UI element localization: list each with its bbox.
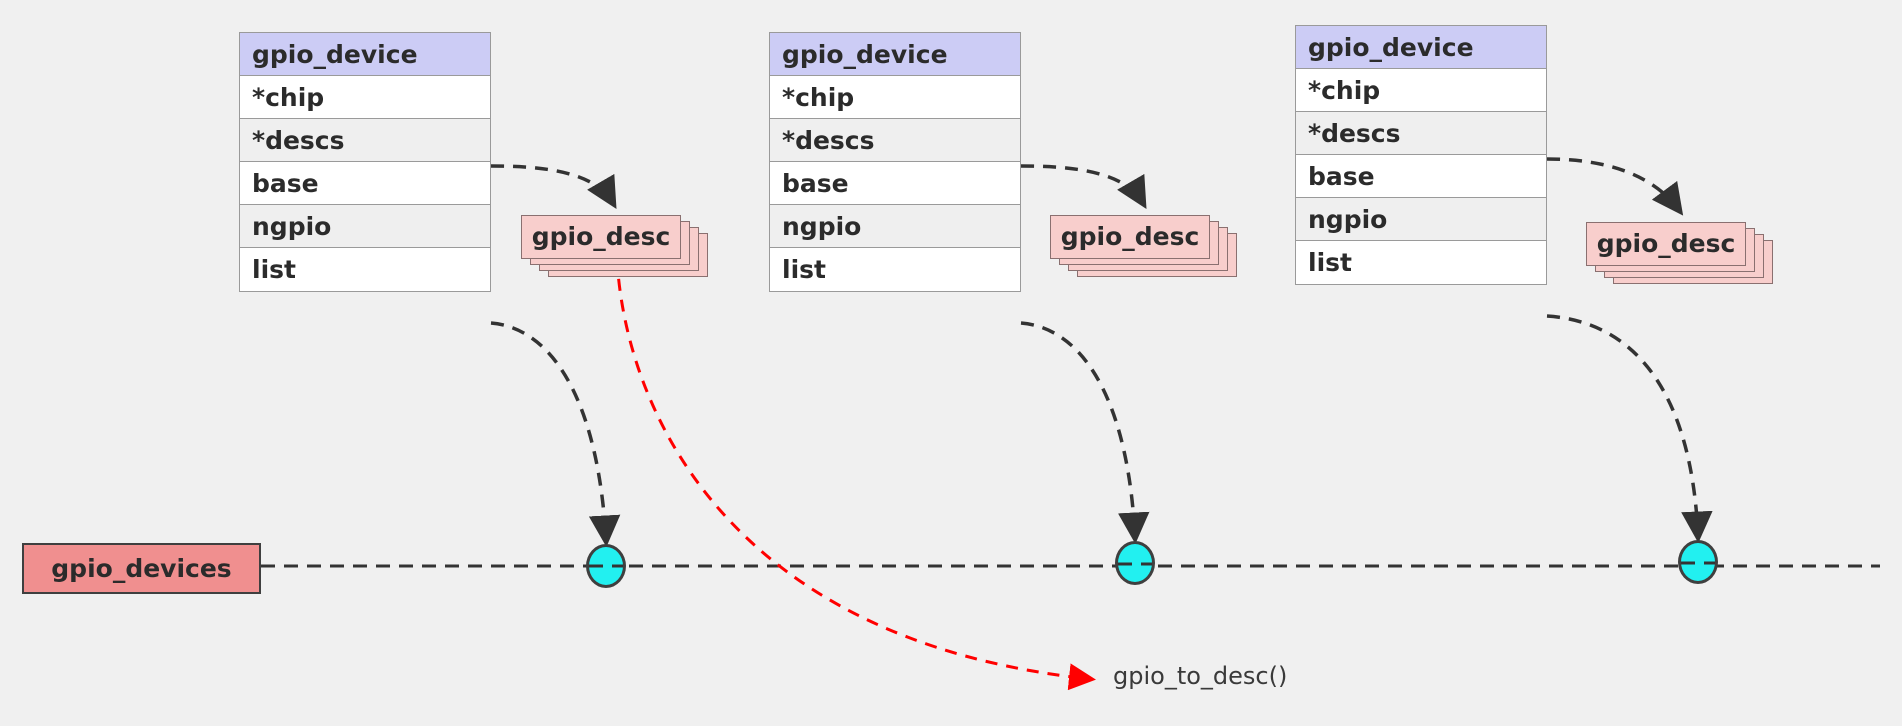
list-edge-2: [1020, 321, 1150, 544]
descs-edge-2: [1020, 164, 1147, 210]
table1-field-chip: *chip: [240, 76, 490, 119]
table1-field-ngpio: ngpio: [240, 205, 490, 248]
list-node-1: [586, 544, 626, 588]
gpio-desc-card-1: [1050, 215, 1210, 259]
list-node-3: [1678, 540, 1718, 584]
gpio-desc-label-1: gpio_desc: [531, 222, 671, 251]
table3-field-list: list: [1296, 241, 1546, 284]
table2-field-chip: *chip: [770, 76, 1020, 119]
table3-header: gpio_device: [1296, 26, 1546, 69]
table1-field-list: list: [240, 248, 490, 291]
table3-field-ngpio: ngpio: [1296, 198, 1546, 241]
struct-table-gpio-device-2: gpio_device *chip *descs base ngpio list: [769, 32, 1021, 292]
descs-edge-1: [490, 164, 617, 210]
gpio-to-desc-annotation: gpio_to_desc(): [1113, 662, 1288, 690]
gpio-to-desc-edge: [615, 257, 1096, 691]
gpio-desc-stack-3: gpio_desc: [1586, 222, 1774, 284]
struct-table-gpio-device-3: gpio_device *chip *descs base ngpio list: [1295, 25, 1547, 285]
gpio-desc-label-3: gpio_desc: [1596, 229, 1736, 258]
gpio-desc-stack-2: gpio_desc: [1050, 215, 1238, 277]
table2-field-ngpio: ngpio: [770, 205, 1020, 248]
table3-field-descs: *descs: [1296, 112, 1546, 155]
gpio-desc-card-1: [521, 215, 681, 259]
table3-field-chip: *chip: [1296, 69, 1546, 112]
gpio-desc-card-1: [1586, 222, 1746, 266]
gpio-desc-stack-1: gpio_desc: [521, 215, 709, 277]
table2-field-base: base: [770, 162, 1020, 205]
gpio-desc-label-2: gpio_desc: [1060, 222, 1200, 251]
list-edge-3: [1546, 314, 1713, 543]
table1-header: gpio_device: [240, 33, 490, 76]
gpio-devices-head-box: gpio_devices: [22, 543, 261, 594]
table2-field-descs: *descs: [770, 119, 1020, 162]
list-edge-1: [490, 321, 621, 547]
table2-header: gpio_device: [770, 33, 1020, 76]
list-node-2: [1115, 541, 1155, 585]
table1-field-base: base: [240, 162, 490, 205]
table1-field-descs: *descs: [240, 119, 490, 162]
descs-edge-3: [1546, 157, 1684, 216]
table2-field-list: list: [770, 248, 1020, 291]
table3-field-base: base: [1296, 155, 1546, 198]
struct-table-gpio-device-1: gpio_device *chip *descs base ngpio list: [239, 32, 491, 292]
